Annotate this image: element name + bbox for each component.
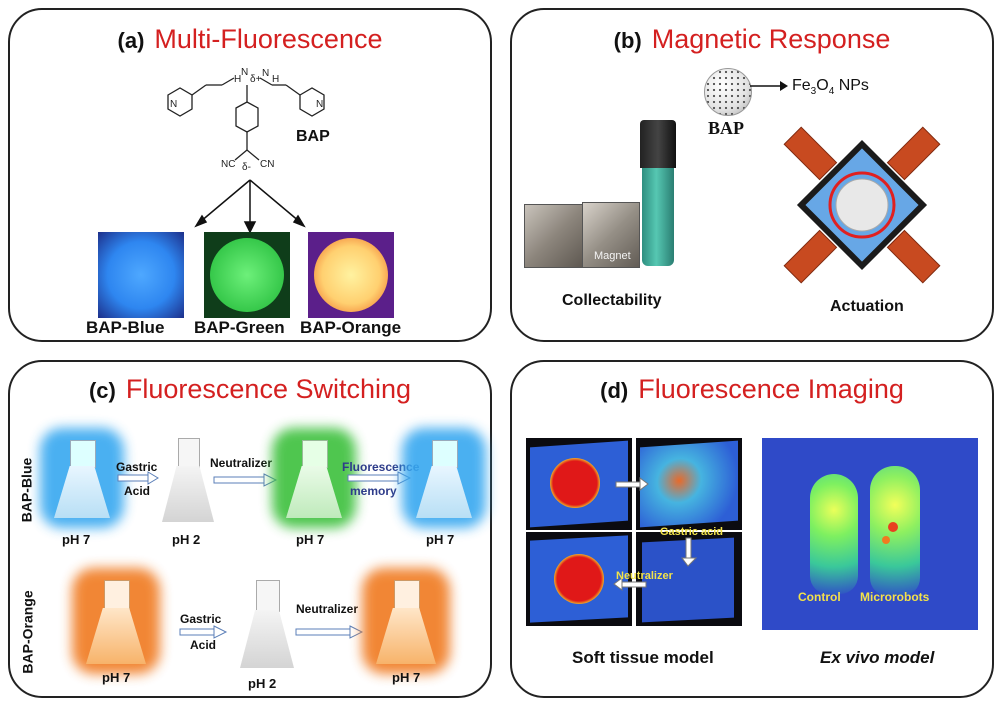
svg-text:N: N [241,67,248,78]
svg-text:δ+: δ+ [250,74,262,85]
bap-green-label: BAP-Green [194,318,285,337]
tissue-arrows [613,477,698,591]
panel-a-letter: (a) [117,28,145,53]
actuation-coil-diagram [783,126,941,284]
collectability-caption: Collectability [562,292,662,309]
side-label-orange: BAP-Orange [19,590,36,674]
svg-text:δ-: δ- [242,162,251,173]
np-arrow [750,81,788,91]
magnet-label: Magnet [594,250,631,262]
magnet-cube-left [524,204,586,268]
flask-row1-3 [272,428,356,528]
flask-row2-1 [72,568,160,674]
bap-sphere-icon [704,68,752,116]
arrow-row1-2-line1: Neutralizer [210,456,273,470]
panel-d-title: (d) Fluorescence Imaging [512,374,992,405]
magnet-cube-right [582,202,640,268]
flask-row1-2 [158,430,218,530]
panel-b: (b) Magnetic Response Fe3O4 NPs BAP Magne… [510,8,994,342]
side-label-blue: BAP-Blue [18,457,35,523]
control-label: Control [798,590,841,604]
ph-row1-1: pH 7 [62,532,91,547]
svg-text:NC: NC [221,159,235,170]
arrow-row1-1 [117,471,159,485]
flask-row1-1 [40,428,124,528]
arrow-row1-3-line2: memory [350,484,397,498]
ph-row1-4: pH 7 [426,532,455,547]
panel-d-title-text: Fluorescence Imaging [638,374,904,404]
svg-text:N: N [170,99,177,110]
panel-b-letter: (b) [613,28,642,53]
panel-c-title-text: Fluorescence Switching [125,374,412,404]
tissue-image-1 [526,438,632,530]
arrow-row1-1-line2: Acid [124,484,151,498]
bap-label: BAP [296,128,330,145]
panel-a-title: (a) Multi-Fluorescence [10,24,490,55]
vial-cap [640,120,676,168]
np-label: Fe3O4 NPs [792,77,869,98]
arrow-row1-1-line1: Gastric [116,460,158,474]
panel-b-title-text: Magnetic Response [651,24,891,54]
tissue-image-2 [636,438,742,530]
svg-text:H: H [272,74,279,85]
flask-row2-3 [362,568,450,674]
ph-row1-3: pH 7 [296,532,325,547]
panel-c: (c) Fluorescence Switching BAP-Blue BAP-O… [8,360,492,698]
svg-text:N: N [262,68,269,79]
actuation-caption: Actuation [830,298,904,315]
arrow-row2-1-line1: Gastric [180,612,222,626]
arrow-row2-2 [295,625,364,639]
ph-row1-2: pH 2 [172,532,201,547]
arrow-row1-3-line1: Fluorescence [342,460,420,474]
panel-c-letter: (c) [88,378,116,403]
neutralizer-label: Neutralizer [616,570,673,582]
arrow-row2-2-line1: Neutralizer [296,602,359,616]
ph-row2-3: pH 7 [392,670,421,685]
panel-d-letter: (d) [600,378,629,403]
panel-b-title: (b) Magnetic Response [512,24,992,55]
gastric-acid-label: Gastric acid [660,526,723,538]
arrow-row2-1 [179,625,228,639]
vial-body [642,168,674,266]
soft-tissue-caption: Soft tissue model [572,648,714,667]
bap-green-image [204,232,290,318]
tissue-image-3 [526,532,632,626]
ph-row2-1: pH 7 [102,670,131,685]
ex-vivo-caption: Ex vivo model [820,648,935,667]
svg-text:CN: CN [260,159,274,170]
bap-blue-label: BAP-Blue [86,318,165,337]
bap-orange-image [308,232,394,318]
panel-d: (d) Fluorescence Imaging Gastric acid Neu… [510,360,994,698]
flask-row1-4 [402,428,486,528]
flask-row2-2 [236,572,298,676]
ex-vivo-image [762,438,978,630]
svg-text:N: N [316,99,323,110]
microrobots-label: Microrobots [860,590,930,604]
bap-orange-label: BAP-Orange [300,318,402,337]
panel-c-title: (c) Fluorescence Switching [10,374,490,405]
panel-a-title-text: Multi-Fluorescence [154,24,383,54]
arrow-row2-1-line2: Acid [190,638,217,652]
bap-sphere-label: BAP [708,118,744,138]
arrow-row1-3 [347,471,412,485]
arrow-row1-2 [213,473,278,487]
svg-text:H: H [234,74,241,85]
bap-blue-image [98,232,184,318]
ph-row2-2: pH 2 [248,676,277,691]
